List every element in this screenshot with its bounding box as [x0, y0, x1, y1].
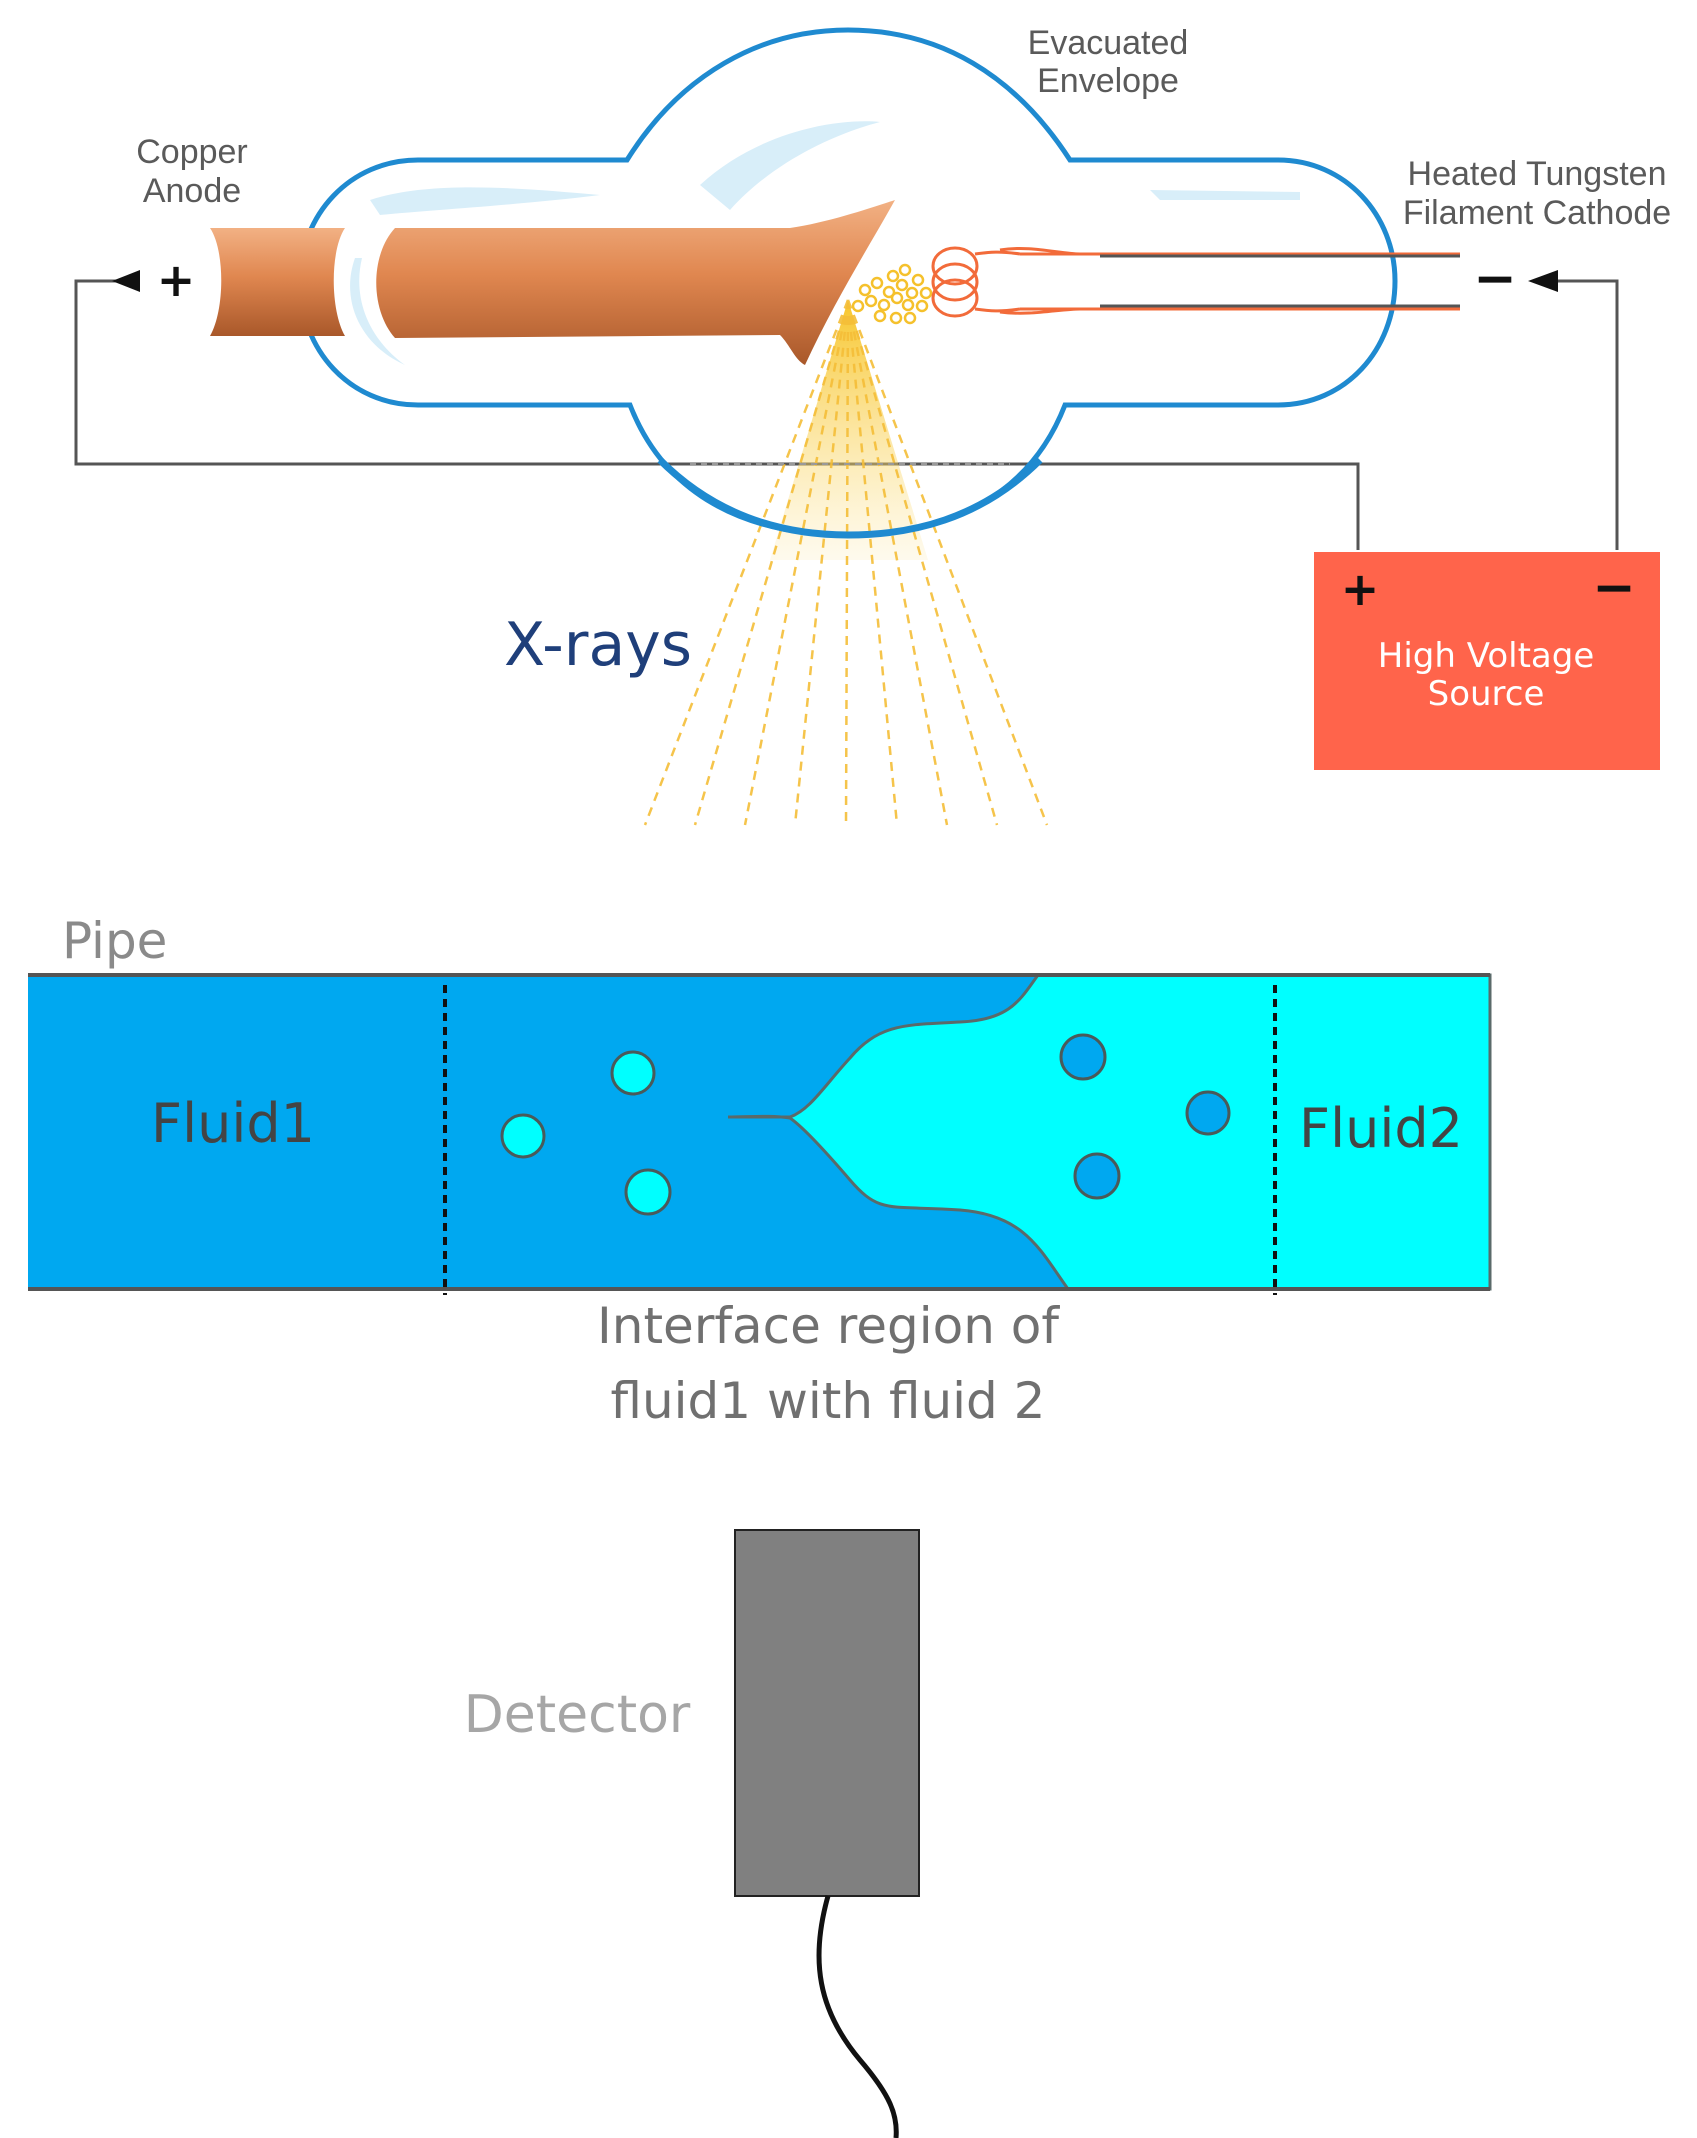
source-plus-sign: + — [1341, 562, 1380, 616]
source-label-line1: High Voltage — [1378, 636, 1594, 676]
fluid1-label: Fluid1 — [151, 1092, 315, 1155]
xrays-label: X-rays — [504, 610, 692, 680]
copper-anode — [210, 200, 895, 365]
fluid1-bubbles — [1059, 1033, 1231, 1200]
electron-cloud — [851, 263, 933, 325]
cathode-minus-sign: − — [1473, 249, 1517, 309]
pipe: Pipe Fluid1 Fluid2 Interface region of f… — [28, 912, 1492, 1430]
cathode-wire — [1538, 279, 1619, 550]
envelope-highlights — [350, 121, 1300, 365]
source-box — [1314, 552, 1660, 770]
interface-label-line2: fluid1 with fluid 2 — [610, 1372, 1045, 1430]
circuit-wires — [74, 279, 1619, 550]
interface-label-line1: Interface region of — [597, 1297, 1060, 1355]
xray-beam — [643, 299, 1049, 826]
copper-anode-label-line1: Copper — [136, 133, 248, 171]
cathode-label-line2: Filament Cathode — [1403, 194, 1671, 232]
evacuated-envelope-label-line2: Envelope — [1037, 62, 1179, 100]
detector-label: Detector — [464, 1685, 691, 1745]
cathode-arrow-icon — [1528, 270, 1558, 292]
high-voltage-source: + − High Voltage Source — [1314, 552, 1660, 770]
anode-arrow-icon — [112, 270, 140, 292]
xray-tube: Copper Anode Evacuated Envelope Heated T… — [74, 24, 1671, 826]
source-minus-sign: − — [1592, 558, 1636, 618]
detector-box — [734, 1529, 920, 1897]
anode-wire — [74, 279, 1360, 550]
fluid2-bubbles — [500, 1050, 672, 1216]
tungsten-filament — [931, 246, 1460, 318]
pipe-label: Pipe — [62, 912, 167, 970]
evacuated-envelope-label-line1: Evacuated — [1028, 24, 1189, 62]
cathode-leads — [1100, 254, 1460, 308]
source-label-line2: Source — [1428, 674, 1545, 714]
anode-plus-sign: + — [157, 253, 196, 307]
fluid2-region — [727, 973, 1492, 1291]
evacuated-envelope — [297, 27, 1398, 538]
fluid2-label: Fluid2 — [1299, 1097, 1463, 1160]
copper-anode-label-line2: Anode — [143, 172, 241, 210]
detector-cable — [816, 1895, 899, 2138]
cathode-label-line1: Heated Tungsten — [1408, 155, 1667, 193]
detector: Detector — [464, 1529, 920, 2138]
